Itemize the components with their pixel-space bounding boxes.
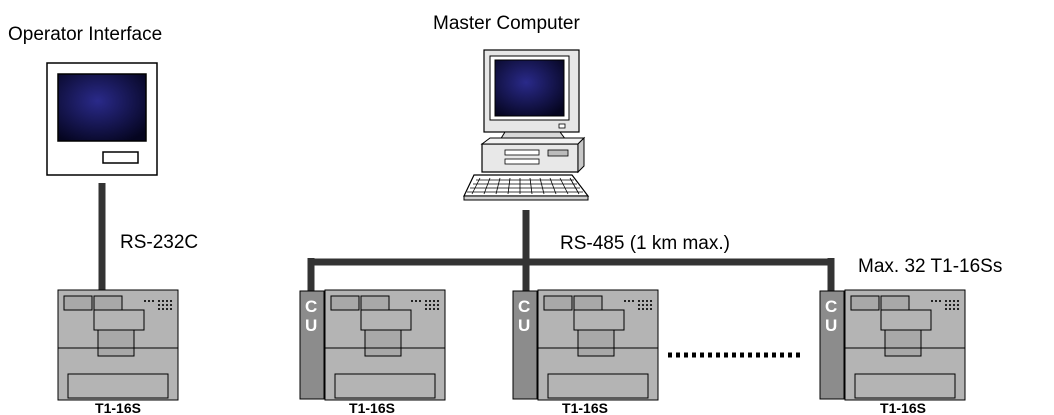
plc-unit-3 (512, 289, 659, 401)
operator-interface-label: Operator Interface (8, 24, 163, 45)
master-computer-icon (463, 49, 590, 201)
cu-letter-c-2: C (305, 297, 318, 316)
max-units-label: Max. 32 T1-16Ss (858, 256, 1003, 277)
cu-module-2 (299, 290, 325, 400)
master-computer-label: Master Computer (433, 13, 580, 34)
plc-model-label-1: T1-16S (95, 400, 141, 415)
cu-letter-u-4: U (825, 316, 838, 335)
rs232c-label: RS-232C (120, 232, 199, 253)
cu-letter-u-2: U (305, 316, 318, 335)
cu-letter-u-3: U (518, 316, 531, 335)
plc-model-label-2: T1-16S (349, 400, 395, 415)
cu-letter-c-3: C (518, 297, 531, 316)
plc-unit-1 (57, 289, 179, 401)
plc-unit-4 (819, 289, 966, 401)
cu-letter-c-4: C (825, 297, 838, 316)
plc-model-label-4: T1-16S (880, 400, 926, 415)
cu-module-3 (512, 290, 538, 400)
plc-unit-2 (299, 289, 446, 401)
plc-model-label-3: T1-16S (562, 400, 608, 415)
operator-interface-icon (46, 62, 158, 176)
cu-module-4 (819, 290, 845, 400)
rs485-label: RS-485 (1 km max.) (560, 233, 730, 254)
